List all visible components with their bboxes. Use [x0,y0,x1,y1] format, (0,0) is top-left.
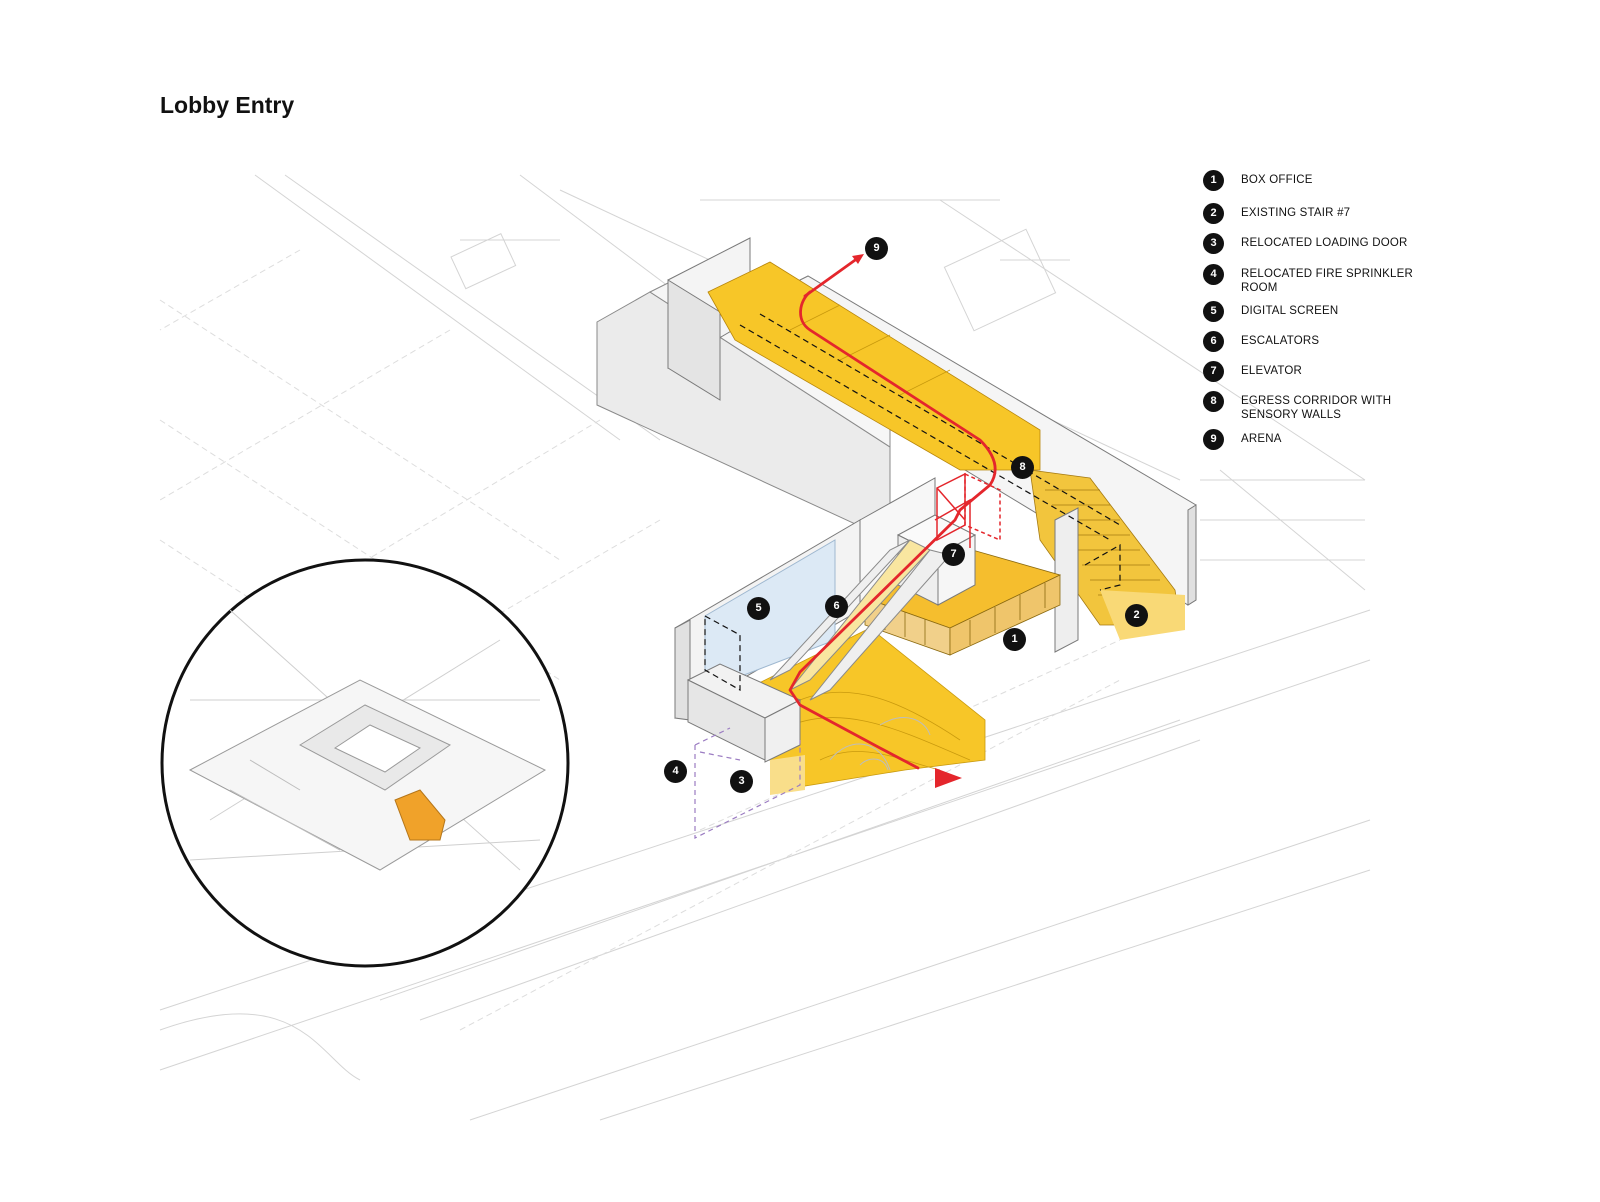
marker-4: 4 [664,760,687,783]
legend-label: EGRESS CORRIDOR WITH SENSORY WALLS [1241,395,1392,421]
legend-badge: 2 [1203,203,1224,224]
legend-label: RELOCATED LOADING DOOR [1241,237,1408,249]
legend-badge: 4 [1203,264,1224,285]
legend-label: RELOCATED FIRE SPRINKLER ROOM [1241,268,1414,294]
entry-canopy-curves [829,717,931,771]
marker-2: 2 [1125,604,1148,627]
egress-route [788,256,997,770]
legend-badge: 8 [1203,391,1224,412]
legend-label: EXISTING STAIR #7 [1241,207,1351,219]
legend-badge: 5 [1203,301,1224,322]
key-plan-inset [160,558,570,968]
legend-label: ELEVATOR [1241,365,1303,377]
legend-label: DIGITAL SCREEN [1241,305,1339,317]
marker-7: 7 [942,543,965,566]
marker-9: 9 [865,237,888,260]
site-plan-background [159,174,1371,1121]
legend-badge: 1 [1203,170,1224,191]
marker-3: 3 [730,770,753,793]
marker-5: 5 [747,597,770,620]
route-entry-arrow [935,768,962,788]
key-plan-highlight [394,789,446,841]
overhead-dashed-lines [704,313,1121,692]
marker-6: 6 [825,595,848,618]
page-title: Lobby Entry [160,92,295,118]
legend-badge: 3 [1203,233,1224,254]
legend-label: ESCALATORS [1241,335,1320,347]
lower-block [686,663,802,763]
legend-label: BOX OFFICE [1241,174,1313,186]
marker-1: 1 [1003,628,1026,651]
fire-sprinkler-room-outline [694,727,801,839]
egress-corridor-floor [707,261,1041,471]
legend-badge: 6 [1203,331,1224,352]
route-arrowhead-top [852,254,864,264]
legend-badge: 7 [1203,361,1224,382]
legend-label: ARENA [1241,433,1282,445]
marker-8: 8 [1011,456,1034,479]
legend-badge: 9 [1203,429,1224,450]
